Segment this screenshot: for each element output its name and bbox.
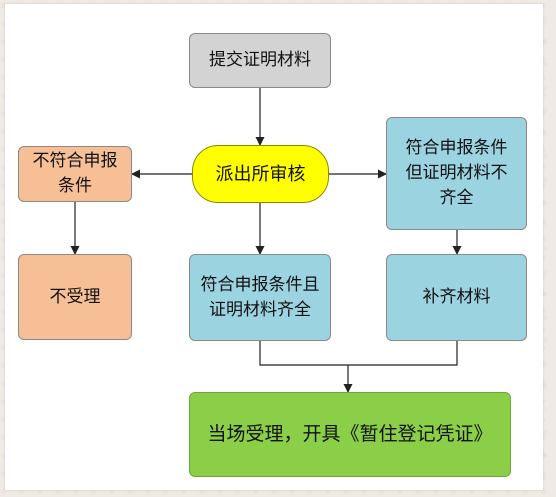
node-not-qualified: 不符合申报条件 (18, 146, 132, 202)
node-accept: 当场受理，开具《暂住登记凭证》 (189, 392, 511, 477)
connector-supplement-down (348, 341, 458, 366)
node-qualified-incomplete: 符合申报条件但证明材料不齐全 (386, 117, 527, 230)
connector-complete-down (259, 341, 348, 366)
node-submit-materials: 提交证明材料 (189, 33, 331, 88)
node-reject: 不受理 (18, 254, 132, 340)
node-police-review: 派出所审核 (192, 145, 329, 203)
node-qualified-complete: 符合申报条件且证明材料齐全 (189, 254, 331, 341)
node-supplement: 补齐材料 (386, 254, 527, 341)
